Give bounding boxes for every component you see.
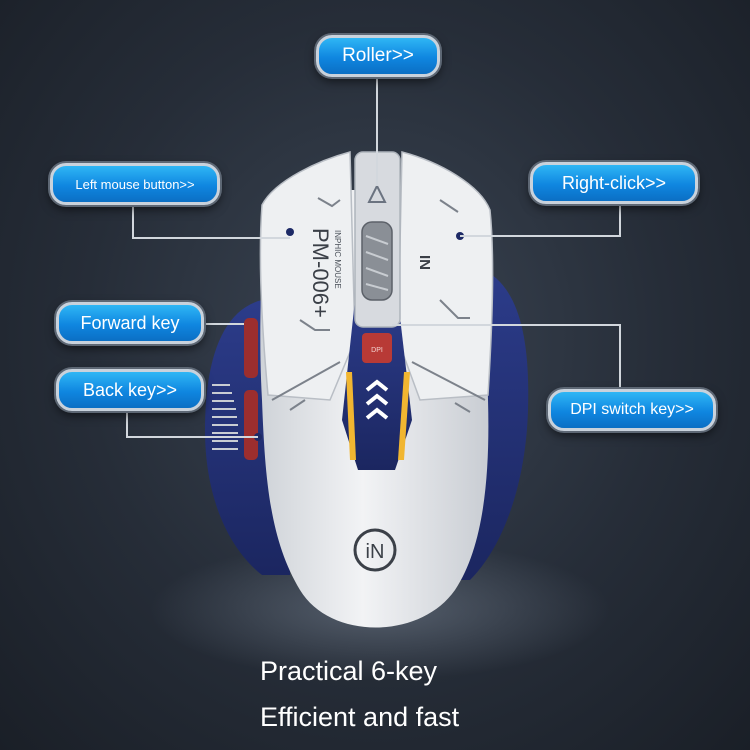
- caption-line-1: Practical 6-key: [260, 656, 438, 686]
- dpi-button-label: DPI: [371, 347, 383, 354]
- dpi-switch-button[interactable]: [362, 333, 392, 363]
- side-mark-text: IN: [416, 255, 433, 270]
- accent-stripe-left: [346, 372, 356, 460]
- back-key-callout: Back key>>: [56, 369, 204, 411]
- svg-text:iN: iN: [366, 541, 385, 563]
- left-mouse-button[interactable]: [259, 151, 356, 401]
- accent-stripe-right: [398, 372, 410, 460]
- brand-logo: iN: [353, 528, 397, 572]
- dpi-switch-callout: DPI switch key>>: [548, 389, 716, 431]
- model-text: PM-006+: [308, 228, 333, 318]
- back-side-button[interactable]: [244, 390, 258, 460]
- back-key-label: Back key>>: [82, 379, 178, 400]
- wheel-tread: [365, 235, 389, 291]
- roller-label: Roller>>: [342, 45, 414, 66]
- forward-key-label: Forward key: [80, 312, 180, 333]
- dpi-switch-label: DPI switch key>>: [570, 401, 694, 418]
- side-grip-lines: [212, 384, 238, 450]
- forward-side-button[interactable]: [244, 318, 258, 378]
- right-click-callout: Right-click>>: [530, 162, 698, 204]
- leader-lines: [126, 78, 621, 438]
- center-spine: [342, 300, 412, 470]
- wheel-triangle-icon: [367, 183, 387, 203]
- left-button-label: Left mouse button>>: [75, 176, 195, 192]
- body-decor-lines: [271, 197, 486, 413]
- left-button-callout: Left mouse button>>: [50, 163, 220, 205]
- scroll-wheel[interactable]: [361, 221, 393, 301]
- left-button-dot: [286, 228, 294, 236]
- forward-key-callout: Forward key: [56, 302, 204, 344]
- chevron-arrows-icon: [365, 379, 389, 420]
- caption-line-2: Efficient and fast: [260, 702, 460, 732]
- brand-small-text: INPHIC MOUSE: [333, 230, 342, 289]
- right-click-label: Right-click>>: [561, 172, 667, 193]
- right-click-button[interactable]: [397, 151, 494, 401]
- roller-callout: Roller>>: [316, 35, 440, 77]
